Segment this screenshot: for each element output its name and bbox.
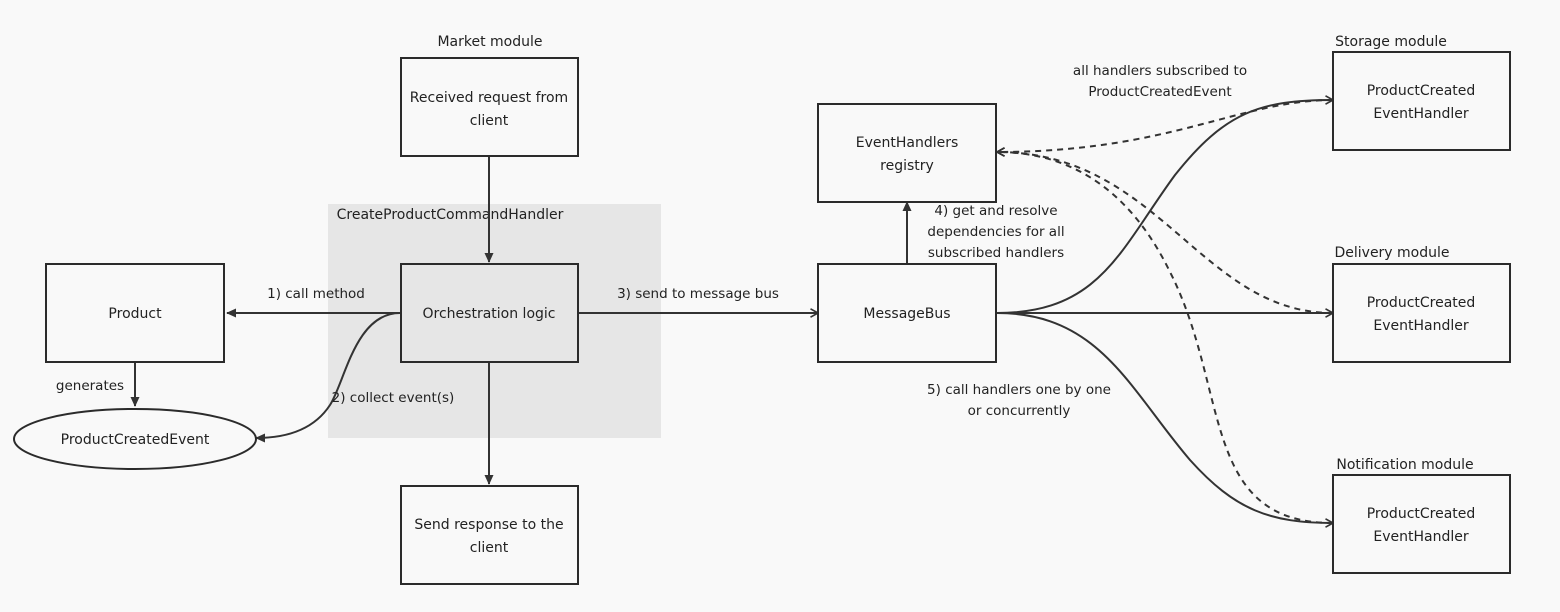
label-generates: generates: [56, 378, 124, 394]
label-send-to-bus: 3) send to message bus: [617, 286, 779, 302]
label-get-resolve-1: 4) get and resolve: [934, 203, 1057, 219]
label-call-method: 1) call method: [267, 286, 365, 302]
received-request-line-1: Received request from: [410, 90, 568, 106]
product-label: Product: [108, 306, 162, 322]
node-send-response: Send response to the client: [400, 485, 579, 585]
node-product-created-event: ProductCreatedEvent: [13, 408, 257, 470]
node-event-handlers-registry: EventHandlers registry: [817, 103, 997, 203]
product-created-event-label: ProductCreatedEvent: [61, 432, 210, 448]
edge-storage-subscription: [997, 99, 1334, 152]
node-message-bus: MessageBus: [817, 263, 997, 363]
notification-handler-line-2: EventHandler: [1373, 529, 1468, 545]
send-response-line-1: Send response to the: [414, 517, 563, 533]
received-request-line-2: client: [470, 113, 509, 129]
label-all-subscribed-2: ProductCreatedEvent: [1088, 84, 1231, 100]
label-get-resolve-2: dependencies for all: [927, 224, 1064, 240]
registry-line-1: EventHandlers: [856, 135, 959, 151]
edge-bus-to-notification: [996, 312, 1333, 523]
label-call-handlers-1: 5) call handlers one by one: [927, 382, 1111, 398]
storage-handler-line-2: EventHandler: [1373, 106, 1468, 122]
storage-module-label: Storage module: [1335, 34, 1447, 50]
edge-bus-to-storage: [996, 100, 1333, 314]
edges: [130, 99, 1334, 524]
notification-module-label: Notification module: [1336, 457, 1473, 473]
delivery-handler-line-2: EventHandler: [1373, 318, 1468, 334]
orchestration-logic-label: Orchestration logic: [423, 306, 556, 322]
edge-collect-events: [255, 312, 401, 443]
label-get-resolve-3: subscribed handlers: [928, 245, 1064, 261]
node-notification-handler: ProductCreated EventHandler: [1332, 474, 1511, 574]
node-orchestration-logic: Orchestration logic: [400, 263, 579, 363]
node-product: Product: [45, 263, 225, 363]
storage-handler-line-1: ProductCreated: [1367, 83, 1476, 99]
label-all-subscribed-1: all handlers subscribed to: [1073, 63, 1247, 79]
message-bus-label: MessageBus: [863, 306, 950, 322]
node-storage-handler: ProductCreated EventHandler: [1332, 51, 1511, 151]
send-response-line-2: client: [470, 540, 509, 556]
edge-delivery-subscription: [997, 152, 1334, 314]
market-module-label: Market module: [437, 34, 542, 50]
label-call-handlers-2: or concurrently: [968, 403, 1071, 419]
node-received-request: Received request from client: [400, 57, 579, 157]
node-delivery-handler: ProductCreated EventHandler: [1332, 263, 1511, 363]
command-handler-group-label: CreateProductCommandHandler: [337, 207, 564, 223]
edge-notification-subscription: [997, 152, 1334, 524]
registry-line-2: registry: [880, 158, 934, 174]
delivery-module-label: Delivery module: [1334, 245, 1449, 261]
label-collect-events: 2) collect event(s): [332, 390, 455, 406]
delivery-handler-line-1: ProductCreated: [1367, 295, 1476, 311]
notification-handler-line-1: ProductCreated: [1367, 506, 1476, 522]
